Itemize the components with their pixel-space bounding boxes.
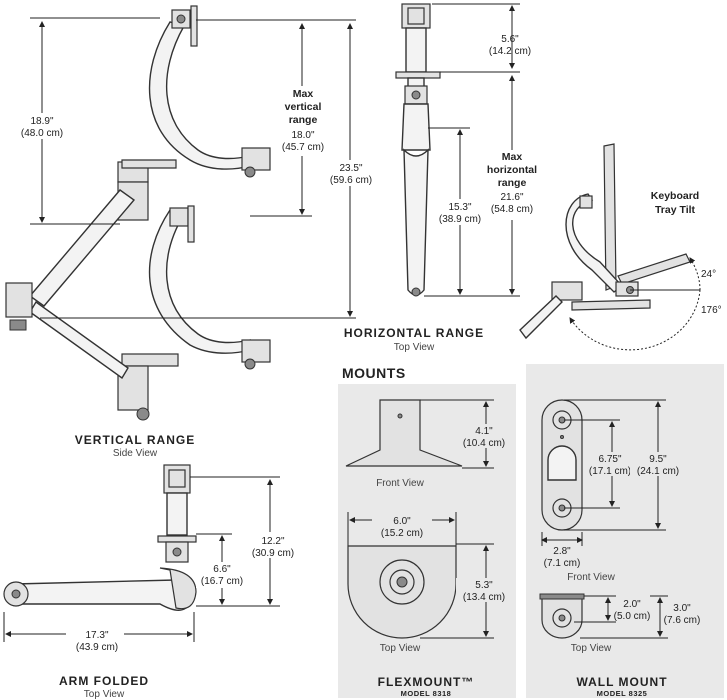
horizontal-mid-cm: (38.9 cm): [439, 214, 481, 225]
wall-mount-title: WALL MOUNT: [576, 675, 667, 689]
max-vertical-cm: (45.7 cm): [282, 142, 324, 153]
folded-width-in: 17.3": [85, 630, 108, 641]
tilt-angle-1: 24°: [701, 269, 716, 280]
flexmount-front-view: Front View: [376, 478, 424, 489]
horizontal-arm: [403, 148, 429, 296]
wall-block: [5, 282, 33, 318]
wall-height-in: 9.5": [649, 454, 667, 465]
arm-folded-title: ARM FOLDED: [59, 674, 149, 688]
wall-width-cm: (7.1 cm): [544, 558, 581, 569]
horizontal-mid-in: 15.3": [448, 202, 471, 213]
vertical-range-title: VERTICAL RANGE: [75, 433, 195, 447]
arm-folded-drawing: 6.6" (16.7 cm) 12.2" (30.9 cm) 17.3" (43…: [3, 464, 298, 700]
folded-outer-in: 12.2": [261, 536, 284, 547]
max-vertical-label-3: range: [289, 114, 318, 126]
flexmount-width-cm: (15.2 cm): [381, 528, 423, 539]
tilt-angle-2: 176°: [701, 305, 722, 316]
vertical-range-view: Side View: [113, 448, 158, 459]
folded-arm: [13, 579, 190, 611]
max-horizontal-cm: (54.8 cm): [491, 204, 533, 215]
folded-width-cm: (43.9 cm): [76, 642, 118, 653]
max-vertical-label-2: vertical: [285, 101, 322, 113]
wall-hole-cm: (17.1 cm): [589, 466, 631, 477]
lower-link-arm: [29, 300, 129, 380]
upper-curved-arm: [148, 21, 251, 170]
max-vertical-in: 18.0": [291, 130, 314, 141]
tilt-label-2: Tray Tilt: [655, 204, 696, 216]
tilt-tray-up: [617, 253, 691, 285]
wall-hole-in: 6.75": [598, 454, 621, 465]
vertical-dim-overall-in: 18.9": [30, 116, 53, 127]
folded-outer-cm: (30.9 cm): [252, 548, 294, 559]
max-horizontal-label-1: Max: [502, 151, 523, 163]
flexmount-height-in: 4.1": [475, 426, 493, 437]
horizontal-top-in: 5.6": [501, 34, 519, 45]
vertical-dim-overall-cm: (48.0 cm): [21, 128, 63, 139]
horizontal-top-cm: (14.2 cm): [489, 46, 531, 57]
horizontal-range-view: Top View: [394, 342, 435, 353]
monitor-plate-lower: [169, 207, 189, 227]
flexmount-title: FLEXMOUNT™: [378, 675, 475, 689]
folded-inner-in: 6.6": [213, 564, 231, 575]
wall-mount-model: MODEL 8325: [597, 689, 648, 698]
max-vertical-label-1: Max: [293, 88, 314, 100]
keyboard-tilt-drawing: Keyboard Tray Tilt 24° 176°: [519, 143, 722, 351]
tilt-tray-down: [571, 299, 651, 311]
horizontal-range-title: HORIZONTAL RANGE: [344, 326, 484, 340]
upper-link-arm: [28, 189, 136, 307]
total-vertical-cm: (59.6 cm): [330, 175, 372, 186]
wall-top-view: Top View: [571, 643, 612, 654]
wall-depth-cm: (7.6 cm): [664, 615, 701, 626]
flexmount-depth-in: 5.3": [475, 580, 493, 591]
horizontal-range-drawing: 5.6" (14.2 cm) 15.3" (38.9 cm) Max horiz…: [344, 3, 544, 353]
flexmount-width-in: 6.0": [393, 516, 411, 527]
total-vertical-in: 23.5": [339, 163, 362, 174]
lower-curved-arm: [148, 209, 251, 354]
flexmount-height-cm: (10.4 cm): [463, 438, 505, 449]
max-horizontal-in: 21.6": [500, 192, 523, 203]
wall-top-in: 2.0": [623, 599, 641, 610]
max-horizontal-label-2: horizontal: [487, 164, 537, 176]
max-horizontal-label-3: range: [498, 177, 527, 189]
lower-column: [117, 365, 149, 411]
lower-cap: [121, 353, 179, 367]
monitor-bracket-lower: [187, 205, 195, 243]
arm-folded-view: Top View: [84, 689, 125, 700]
wall-depth-in: 3.0": [673, 603, 691, 614]
monitor-bracket-upper: [190, 5, 198, 47]
folded-inner-cm: (16.7 cm): [201, 576, 243, 587]
horizontal-arm-joint: [401, 103, 431, 151]
wall-front-view: Front View: [567, 572, 615, 583]
mounts-header: MOUNTS: [342, 365, 406, 381]
tray-bracket-lower: [241, 339, 271, 363]
wall-height-cm: (24.1 cm): [637, 466, 679, 477]
flexmount-model: MODEL 8318: [401, 689, 452, 698]
wall-width-in: 2.8": [553, 546, 571, 557]
flexmount-depth-cm: (13.4 cm): [463, 592, 505, 603]
vertical-range-drawing: 18.9" (48.0 cm) Max vertical range 18.0"…: [5, 5, 382, 459]
mounts-section: MOUNTS 4.1" (10.4 cm) Front View 6.0" (1…: [338, 364, 724, 698]
tray-bracket-upper: [241, 147, 271, 171]
flexmount-top-view: Top View: [380, 643, 421, 654]
tilt-label-1: Keyboard: [651, 190, 699, 202]
wall-top-cm: (5.0 cm): [614, 611, 651, 622]
